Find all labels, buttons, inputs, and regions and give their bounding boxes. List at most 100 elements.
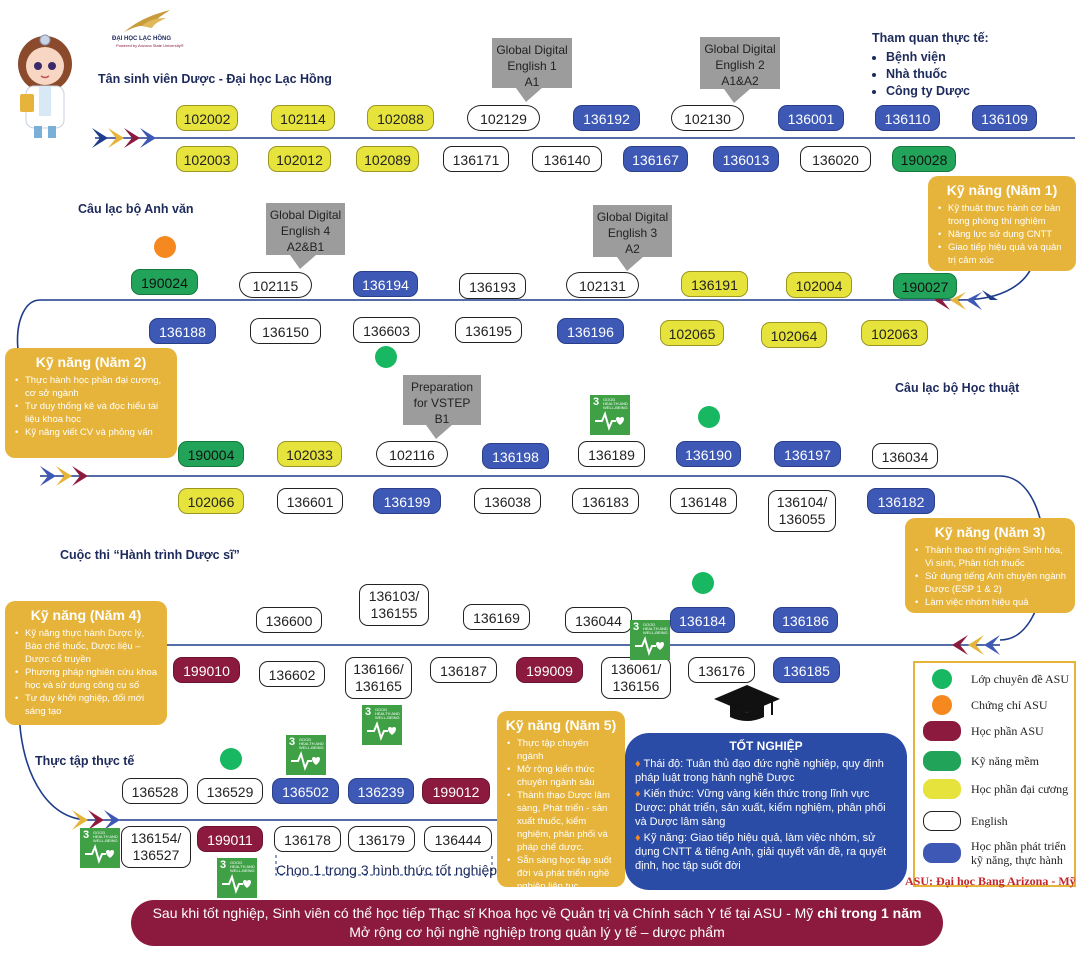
course-pill: 102116: [376, 441, 448, 467]
course-pill: 136061/136156: [601, 657, 671, 699]
course-pill: 136502: [272, 778, 339, 804]
label-freshman: Tân sinh viên Dược - Đại học Lạc Hồng: [98, 72, 332, 86]
course-pill: 136169: [463, 604, 530, 630]
asu-class-dot: [692, 572, 714, 594]
course-pill: 136154/136527: [121, 826, 191, 868]
course-pill: 136602: [259, 661, 325, 687]
course-pill: 136190: [676, 441, 741, 467]
course-pill: 136187: [430, 657, 497, 683]
banner-line1: Sau khi tốt nghiệp, Sinh viên có thể học…: [152, 905, 818, 921]
legend-label: Học phần phát triển kỹ năng, thực hành: [971, 839, 1066, 867]
legend-label: Học phần ASU: [971, 724, 1044, 738]
course-pill: 190027: [893, 273, 957, 299]
course-pill: 136110: [875, 105, 940, 131]
course-pill: 136150: [250, 318, 321, 344]
course-pill: 136171: [443, 146, 509, 172]
course-pill: 136020: [800, 146, 871, 172]
course-pill: 102004: [786, 272, 852, 298]
asu-note: ASU: Đại học Bang Arizona - Mỹ: [905, 874, 1076, 888]
course-pill: 136603: [353, 317, 420, 343]
field-trip-box: Tham quan thực tế: Bệnh viện Nhà thuốc C…: [872, 30, 989, 100]
brand-name: ĐẠI HỌC LẠC HỒNG: [112, 36, 171, 42]
course-pill: 102115: [239, 272, 312, 298]
label-contest: Cuộc thi “Hành trình Dược sĩ”: [60, 548, 240, 562]
bottom-banner: Sau khi tốt nghiệp, Sinh viên có thể học…: [131, 900, 943, 946]
graduation-item: Thái độ: Tuân thủ đạo đức nghề nghiệp, q…: [635, 758, 884, 784]
course-pill: 102088: [367, 105, 434, 131]
course-pill: 136166/136165: [345, 657, 412, 699]
legend-swatch: [923, 751, 961, 771]
course-pill: 136044: [565, 607, 632, 633]
course-pill: 136184: [670, 607, 735, 633]
legend-swatch: [923, 721, 961, 741]
course-pill: 136167: [623, 146, 688, 172]
arrow-marks: [40, 128, 1000, 830]
course-pill: 136179: [348, 826, 415, 852]
graduation-box: TỐT NGHIỆP ♦ Thái độ: Tuân thủ đạo đức n…: [625, 733, 907, 890]
course-pill: 136013: [713, 146, 779, 172]
legend-label: Kỹ năng mềm: [971, 754, 1039, 768]
brand-sub: Powered by Arizona State University®: [116, 43, 184, 48]
course-pill: 102002: [176, 105, 238, 131]
course-pill: 136239: [348, 778, 414, 804]
legend-swatch: [923, 843, 961, 863]
course-pill: 136186: [773, 607, 838, 633]
asu-class-dot: [220, 748, 242, 770]
course-pill: 102114: [271, 105, 335, 131]
course-pill: 136104/136055: [768, 490, 836, 532]
course-pill: 102066: [178, 488, 244, 514]
banner-line1-bold: chỉ trong 1 năm: [817, 905, 922, 921]
course-pill: 136178: [274, 826, 341, 852]
legend-swatch: [923, 811, 961, 831]
course-pill: 190004: [178, 441, 244, 467]
course-pill: 102089: [356, 146, 419, 172]
course-pill: 136193: [459, 273, 526, 299]
legend-swatch: [932, 669, 952, 689]
legend-label: Chứng chỉ ASU: [971, 698, 1048, 712]
asu-certificate-dot: [154, 236, 176, 258]
field-trip-item: Bệnh viện: [886, 49, 989, 66]
legend-swatch: [923, 779, 961, 799]
course-pill: 199009: [516, 657, 583, 683]
course-pill: 136140: [532, 146, 602, 172]
course-pill: 136109: [972, 105, 1037, 131]
skill-box-year2: Kỹ năng (Năm 2) Thực hành học phần đại c…: [5, 348, 177, 458]
course-pill: 190024: [131, 269, 198, 295]
pharmacist-mascot-icon: [18, 34, 72, 138]
course-pill: 136192: [573, 105, 640, 131]
course-pill: 199012: [422, 778, 490, 804]
course-pill: 136197: [774, 441, 841, 467]
course-pill: 136196: [557, 318, 624, 344]
label-internship: Thực tập thực tế: [35, 754, 135, 768]
course-pill: 102064: [761, 322, 827, 348]
course-pill: 102012: [268, 146, 331, 172]
course-pill: 136038: [474, 488, 541, 514]
legend-swatch: [932, 695, 952, 715]
label-academic-club: Câu lạc bộ Học thuật: [895, 381, 1020, 395]
course-pill: 136444: [424, 826, 492, 852]
course-pill: 136528: [122, 778, 188, 804]
course-pill: 102033: [277, 441, 342, 467]
field-trip-item: Công ty Dược: [886, 83, 989, 100]
label-english-club: Câu lạc bộ Anh văn: [78, 202, 194, 216]
course-pill: 102129: [467, 105, 540, 131]
graduation-choice-note: Chọn 1 trong 3 hình thức tốt nghiệp: [276, 862, 498, 878]
course-pill: 136183: [572, 488, 639, 514]
legend-label: English: [971, 814, 1008, 828]
course-pill: 199010: [173, 657, 240, 683]
course-pill: 136185: [773, 657, 840, 683]
field-trip-item: Nhà thuốc: [886, 66, 989, 83]
course-pill: 199011: [197, 826, 263, 852]
course-pill: 190028: [892, 146, 956, 172]
course-pill: 136194: [353, 271, 418, 297]
university-logo: ĐẠI HỌC LẠC HỒNG Powered by Arizona Stat…: [112, 6, 184, 48]
course-pill: 102130: [671, 105, 744, 131]
